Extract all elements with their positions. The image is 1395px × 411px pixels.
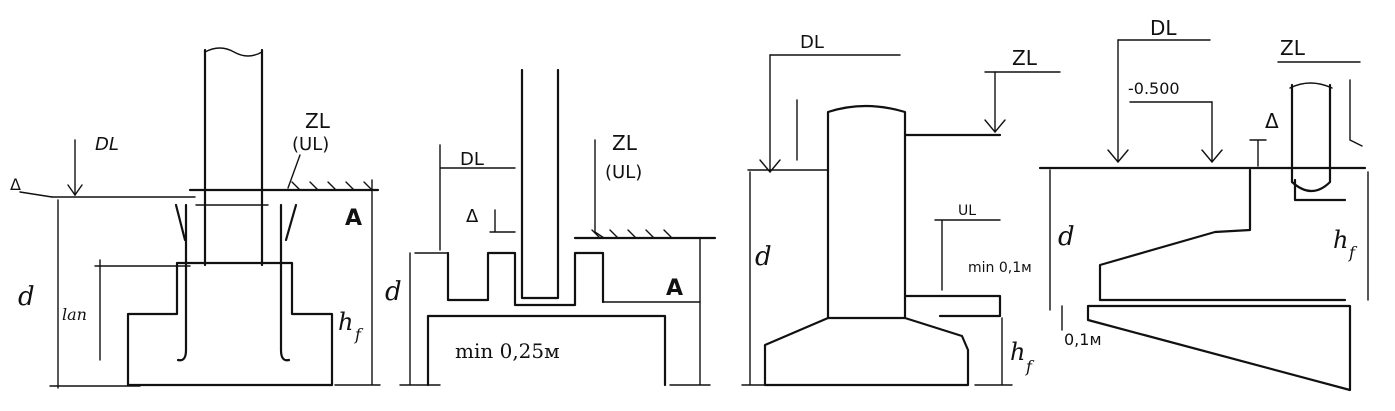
f3-min: min 0,1м xyxy=(968,260,1032,276)
f1-lan-dim xyxy=(94,259,191,361)
f1-footing xyxy=(126,261,334,387)
f1-delta-leader xyxy=(19,191,53,198)
f4-dl: DL xyxy=(1150,16,1177,40)
f1-bar-ticks xyxy=(174,203,298,242)
figure-4: DL ZL -0.500 Δ d h f 0,1м xyxy=(1038,16,1369,392)
f4-delta-dim xyxy=(1249,139,1267,167)
f2-column xyxy=(520,68,560,300)
f4-elev: -0.500 xyxy=(1128,79,1180,98)
f1-dl-arrow xyxy=(67,184,83,197)
f3-hf-sub: f xyxy=(1025,357,1035,376)
f4-elev-leader xyxy=(1201,101,1223,164)
f1-lan: lan xyxy=(62,305,87,324)
f2-delta: Δ xyxy=(466,206,479,227)
f4-zl-leader xyxy=(1349,79,1363,147)
f1-hf-sub: f xyxy=(354,325,364,344)
f2-cap xyxy=(446,251,605,307)
f4-d: d xyxy=(1058,222,1075,252)
f3-slab xyxy=(903,294,1002,318)
f3-ul: UL xyxy=(958,203,976,219)
f2-d: d xyxy=(385,277,402,307)
f2-ground-hatch xyxy=(591,229,673,239)
f2-slab xyxy=(426,314,667,387)
f2-dl: DL xyxy=(460,149,484,170)
f4-min: 0,1м xyxy=(1064,330,1102,349)
f4-pile-top xyxy=(1289,82,1333,89)
f1-ground-hatch xyxy=(291,181,373,191)
f2-d-dim xyxy=(399,252,441,386)
f4-slab xyxy=(1086,304,1352,392)
figure-2: DL Δ ZL (UL) A d min 0,25м xyxy=(385,68,717,387)
f1-column-walls xyxy=(203,48,264,267)
f1-bar-left xyxy=(176,203,188,362)
f3-zl-leader xyxy=(984,71,1006,134)
f2-min: min 0,25м xyxy=(455,339,560,363)
f4-hf: h xyxy=(1333,226,1348,254)
f1-ul: (UL) xyxy=(292,134,329,155)
f2-a-dim xyxy=(669,237,711,386)
f4-pile xyxy=(1290,83,1332,193)
f3-wall xyxy=(826,104,907,320)
f3-ul-leader xyxy=(934,219,1001,291)
f3-dl: DL xyxy=(800,32,824,53)
f3-d-dim xyxy=(741,171,781,386)
f3-d: d xyxy=(755,242,772,272)
f4-zl: ZL xyxy=(1280,36,1306,60)
f1-d-dim xyxy=(49,199,141,389)
f2-a: A xyxy=(666,276,683,301)
f4-hf-sub: f xyxy=(1348,243,1358,262)
f1-a: A xyxy=(345,206,362,231)
f4-cap xyxy=(1098,168,1347,302)
figure-3: DL ZL d UL min 0,1м h f xyxy=(741,32,1061,387)
f1-dl: DL xyxy=(95,134,119,155)
f2-ul: (UL) xyxy=(605,162,642,183)
f1-bar-right xyxy=(279,203,291,362)
f1-delta: Δ xyxy=(10,175,21,194)
f1-zl-leader xyxy=(287,154,301,189)
f2-delta-dim xyxy=(489,209,516,233)
f2-zl: ZL xyxy=(612,131,638,155)
f1-d: d xyxy=(18,282,35,312)
f3-dl-leader xyxy=(759,54,781,174)
f1-column-break xyxy=(204,47,263,57)
f4-delta: Δ xyxy=(1265,109,1279,133)
f2-dl-leader xyxy=(439,144,516,251)
f4-cap-right xyxy=(1293,178,1347,202)
f3-footing xyxy=(763,316,970,387)
f2-zl-leader xyxy=(594,139,605,239)
f1-hf: h xyxy=(338,308,353,336)
f1-right-dim xyxy=(334,179,381,386)
f3-zl: ZL xyxy=(1012,46,1038,70)
f1-zl: ZL xyxy=(305,109,331,133)
figure-1: Δ DL ZL (UL) A d lan h f xyxy=(10,47,381,389)
f3-hf-dim xyxy=(974,317,1013,386)
f4-dl-leader xyxy=(1107,39,1129,164)
f3-hf: h xyxy=(1010,338,1025,366)
